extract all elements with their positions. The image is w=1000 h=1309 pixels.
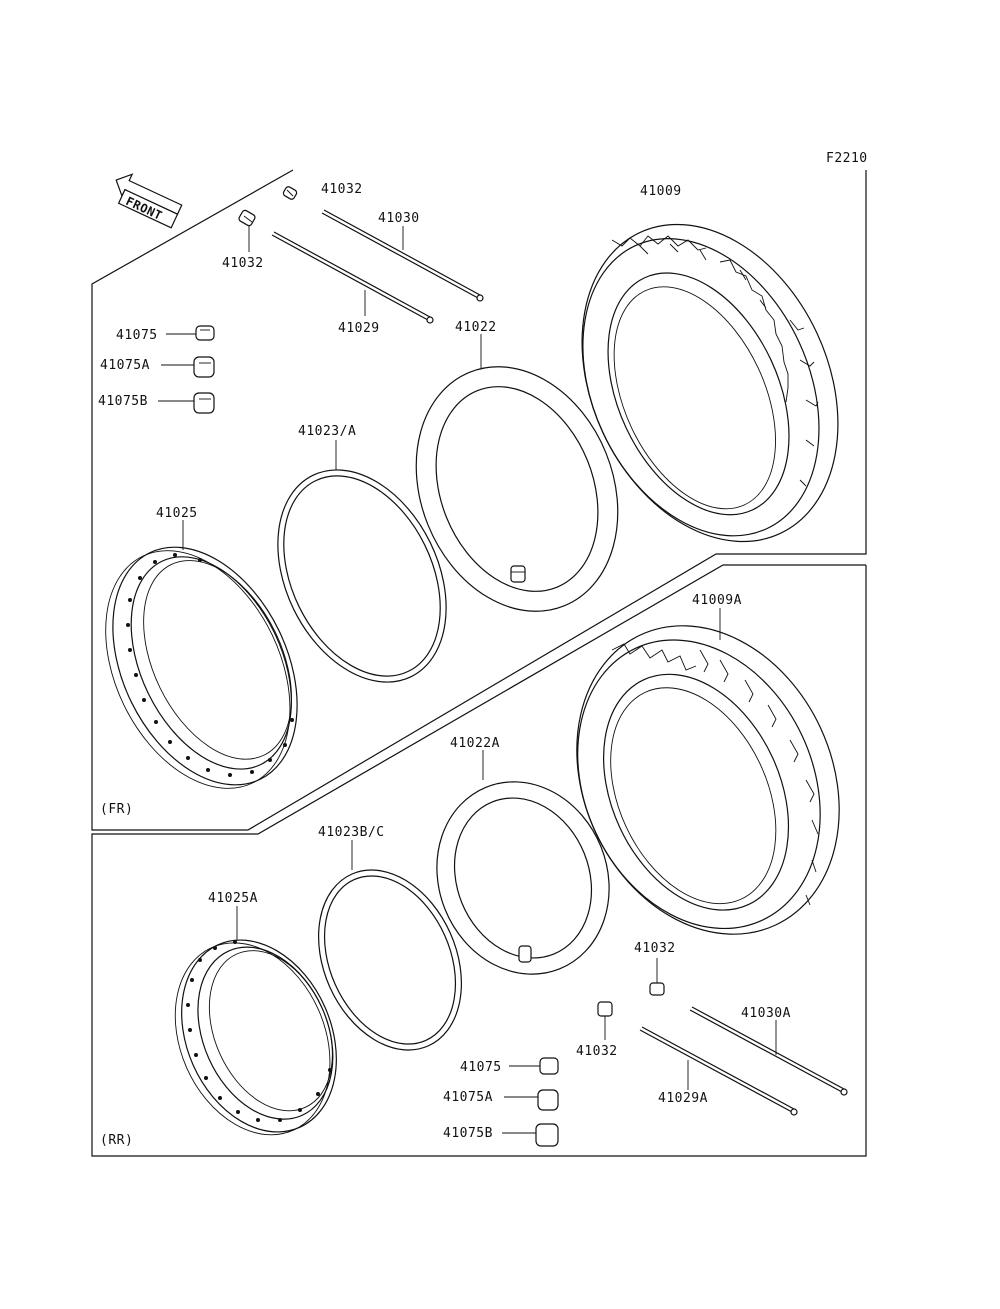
tube-41022A xyxy=(436,781,610,975)
cap-41075-rear xyxy=(539,1057,559,1075)
label-41023A: 41023/A xyxy=(298,424,356,439)
front-arrow-icon: FRONT xyxy=(115,173,183,229)
label-41030: 41030 xyxy=(378,211,420,226)
rim-holes-rear xyxy=(186,940,332,1122)
label-41075B-rear: 41075B xyxy=(443,1126,493,1141)
rim-band-41023A xyxy=(277,469,447,683)
label-41075: 41075 xyxy=(116,328,158,343)
rim-band-41023BC xyxy=(318,869,462,1051)
label-41032-top: 41032 xyxy=(321,182,363,197)
leaders-front xyxy=(158,226,482,550)
wire-41030 xyxy=(321,209,484,302)
label-41032-rear-cap: 41032 xyxy=(634,941,676,956)
tube-valve-front xyxy=(510,565,526,583)
section-rear-label: (RR) xyxy=(100,1133,133,1148)
leaders-rear xyxy=(236,608,777,1134)
tire-tread-rear xyxy=(611,643,819,906)
label-41009A: 41009A xyxy=(692,593,742,608)
section-front-label: (FR) xyxy=(100,802,133,817)
valve-core-rear xyxy=(597,1001,613,1040)
label-41075B: 41075B xyxy=(98,394,148,409)
rear-panel-frame xyxy=(91,564,867,1157)
label-41025: 41025 xyxy=(156,506,198,521)
valve-core-left xyxy=(238,209,256,252)
tire-tread-front xyxy=(611,235,819,487)
label-41023BC: 41023B/C xyxy=(318,825,385,840)
rim-41025A xyxy=(174,939,337,1136)
label-41025A: 41025A xyxy=(208,891,258,906)
label-41075A: 41075A xyxy=(100,358,150,373)
rim-holes-front xyxy=(126,553,294,777)
cap-41075A xyxy=(193,356,215,378)
wire-41029 xyxy=(271,231,434,324)
figure-code: F2210 xyxy=(826,151,868,166)
label-41009: 41009 xyxy=(640,184,682,199)
label-41029A: 41029A xyxy=(658,1091,708,1106)
valve-cap-top xyxy=(282,186,298,200)
tube-41022 xyxy=(415,366,619,612)
cap-41075 xyxy=(195,325,215,341)
tire-41009A xyxy=(576,625,840,935)
label-41022A: 41022A xyxy=(450,736,500,751)
rim-41025 xyxy=(105,546,298,789)
cap-41075B-rear xyxy=(535,1123,559,1147)
tire-41009 xyxy=(581,223,839,543)
label-41029: 41029 xyxy=(338,321,380,336)
label-41022: 41022 xyxy=(455,320,497,335)
cap-41075B xyxy=(193,392,215,414)
wire-41030A xyxy=(689,1006,848,1096)
tube-valve-rear xyxy=(518,945,532,963)
label-41075A-rear: 41075A xyxy=(443,1090,493,1105)
label-41030A: 41030A xyxy=(741,1006,791,1021)
label-41075-rear: 41075 xyxy=(460,1060,502,1075)
label-41032-rear-core: 41032 xyxy=(576,1044,618,1059)
front-panel-frame xyxy=(91,169,867,831)
cap-41075A-rear xyxy=(537,1089,559,1111)
label-41032-left: 41032 xyxy=(222,256,264,271)
valve-cap-rear xyxy=(649,958,665,996)
wire-41029A xyxy=(639,1026,798,1116)
